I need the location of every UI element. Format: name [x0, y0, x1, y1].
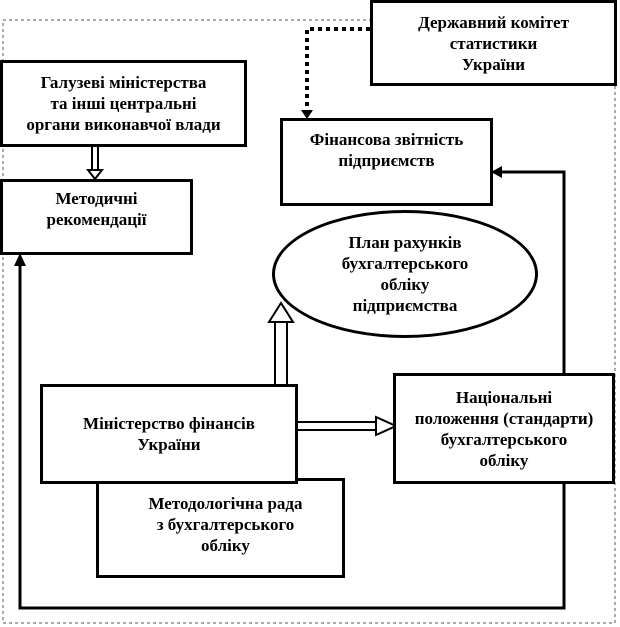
- state-statistics-committee-box: Державний комітет статистики України: [370, 0, 617, 86]
- bottom-loop-line: [18, 264, 566, 610]
- loop-to-reports-arrowhead: [491, 166, 502, 178]
- finance-to-chart-arrowhead: [267, 301, 295, 323]
- national-standards-box: Національні положення (стандарти) бухгал…: [393, 373, 615, 484]
- stats-to-reports-dotted-connector: [305, 27, 370, 110]
- ministries-to-recommendations-arrowhead: [85, 169, 105, 181]
- methodical-recommendations-box: Методичні рекомендації: [0, 179, 193, 255]
- loop-to-recommendations-arrowhead: [14, 253, 26, 266]
- finance-to-standards-arrowhead: [375, 415, 399, 437]
- branch-ministries-box: Галузеві міністерства та інші центральні…: [0, 60, 247, 147]
- feedback-loop-line: [500, 170, 566, 375]
- outer-dashed-frame: [2, 19, 616, 624]
- ministry-of-finance-box: Міністерство фінансів України: [40, 384, 298, 484]
- financial-reports-box: Фінансова звітність підприємств: [280, 118, 493, 206]
- chart-of-accounts-ellipse: План рахунків бухгалтерського обліку під…: [272, 210, 538, 338]
- stats-to-reports-arrowhead: [301, 110, 313, 119]
- methodological-council-box: Методологічна рада з бухгалтерського обл…: [96, 478, 345, 578]
